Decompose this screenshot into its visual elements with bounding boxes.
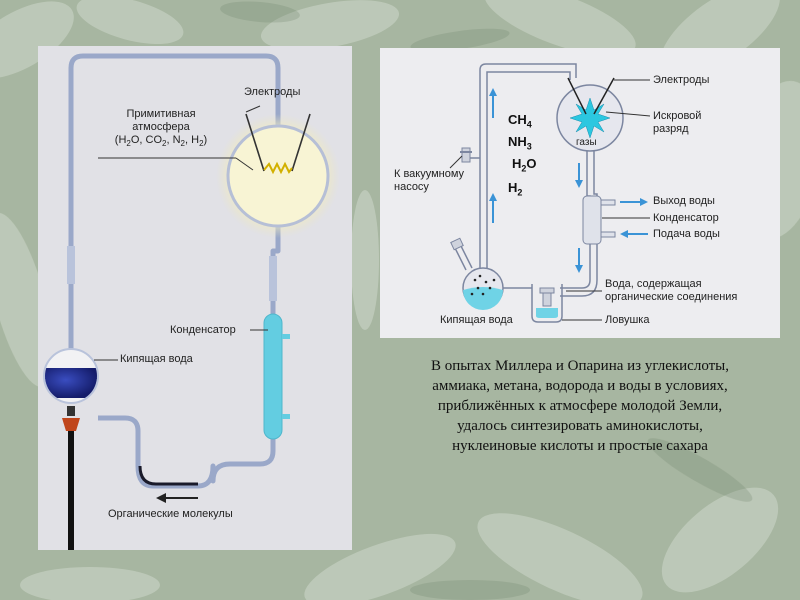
water-organic-label-line2: органические соединения (605, 291, 737, 304)
miller-apparatus-diagram-right: CH4 NH3 H2O H2 газы Электроды Искровой р… (380, 48, 780, 338)
gases-label: газы (576, 136, 597, 149)
water-out-arrow-icon (620, 198, 648, 206)
caption-line: приближённых к атмосфере молодой Земли, (380, 396, 780, 416)
condenser-label: Конденсатор (170, 324, 236, 337)
organic-molecules-deposit (140, 466, 198, 484)
condenser (583, 196, 601, 244)
condenser-label: Конденсатор (653, 212, 719, 225)
tube-joint (269, 256, 277, 301)
water-organic-label-line1: Вода, содержащая (605, 278, 702, 291)
spark-label-line1: Искровой (653, 110, 701, 123)
trap-label: Ловушка (605, 314, 649, 327)
tube-joint (67, 246, 75, 284)
organic-molecules-label: Органические молекулы (108, 508, 233, 521)
water-in-arrow-icon (620, 230, 648, 238)
vacuum-label-line1: К вакуумному (394, 168, 464, 181)
caption-line: удалось синтезировать аминокислоты, (380, 416, 780, 436)
caption-line: В опытах Миллера и Опарина из углекислот… (380, 356, 780, 376)
burner-neck (67, 406, 75, 416)
condenser (264, 314, 282, 439)
gas-formula: H2 (508, 180, 522, 198)
atmosphere-label-line2: атмосфера (96, 121, 226, 134)
boiling-water-label: Кипящая вода (440, 314, 513, 327)
vacuum-label-line2: насосу (394, 181, 429, 194)
condenser-port (282, 414, 290, 419)
caption-line: нуклеиновые кислоты и простые сахара (380, 436, 780, 456)
electrodes-label: Электроды (244, 86, 300, 99)
water-out-label: Выход воды (653, 195, 715, 208)
atmosphere-label-line1: Примитивная (96, 108, 226, 121)
atmosphere-formula: (H2O, CO2, N2, H2) (96, 134, 226, 150)
gas-formula: CH4 (508, 112, 532, 130)
flow-arrow-icon (156, 493, 198, 503)
water-in-label: Подача воды (653, 228, 720, 241)
vacuum-stopcock (462, 148, 470, 162)
burner-flame-icon (62, 418, 80, 431)
spark-discharge-icon (570, 98, 610, 138)
condenser-port (282, 334, 290, 339)
boiling-water (463, 287, 503, 310)
spark-label-line2: разряд (653, 123, 689, 136)
caption-text: В опытах Миллера и Опарина из углекислот… (380, 356, 780, 456)
gas-flask (228, 126, 328, 226)
gas-formula: H2O (512, 156, 537, 174)
burner-stand (68, 431, 74, 550)
boiling-water-label: Кипящая вода (120, 353, 193, 366)
electrodes-label: Электроды (653, 74, 709, 87)
gas-formula: NH3 (508, 134, 532, 152)
miller-apparatus-diagram-left: Электроды Примитивная атмосфера (H2O, CO… (38, 46, 352, 550)
caption-line: аммиака, метана, водорода и воды в услов… (380, 376, 780, 396)
